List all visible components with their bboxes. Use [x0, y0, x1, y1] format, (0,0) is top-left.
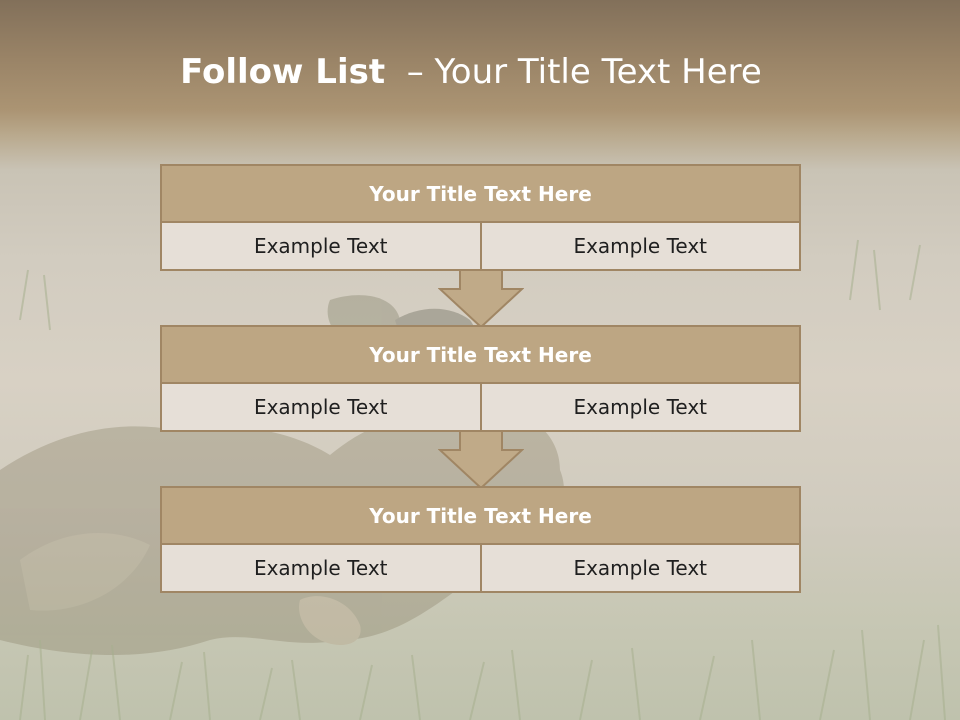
flow-box-2-title: Your Title Text Here: [162, 327, 799, 384]
flow-box-3-left-text: Example Text: [162, 545, 480, 591]
flow-box-3-row: Example Text Example Text: [162, 545, 799, 591]
flow-box-2-row: Example Text Example Text: [162, 384, 799, 430]
title-bold-text: Follow List: [180, 52, 386, 92]
flow-box-2-right-text: Example Text: [479, 384, 799, 430]
slide-title: Follow List – Your Title Text Here: [0, 52, 942, 92]
title-subtitle-text: – Your Title Text Here: [406, 52, 762, 92]
flow-box-1-right-text: Example Text: [479, 223, 799, 269]
down-arrow-icon: [438, 269, 524, 329]
flow-box-1-title: Your Title Text Here: [162, 166, 799, 223]
down-arrow-icon: [438, 430, 524, 490]
flow-box-2: Your Title Text Here Example Text Exampl…: [160, 325, 801, 432]
flow-box-1: Your Title Text Here Example Text Exampl…: [160, 164, 801, 271]
flow-box-1-left-text: Example Text: [162, 223, 480, 269]
flow-box-2-left-text: Example Text: [162, 384, 480, 430]
flow-box-1-row: Example Text Example Text: [162, 223, 799, 269]
flow-box-3: Your Title Text Here Example Text Exampl…: [160, 486, 801, 593]
flow-box-3-right-text: Example Text: [479, 545, 799, 591]
flow-box-3-title: Your Title Text Here: [162, 488, 799, 545]
